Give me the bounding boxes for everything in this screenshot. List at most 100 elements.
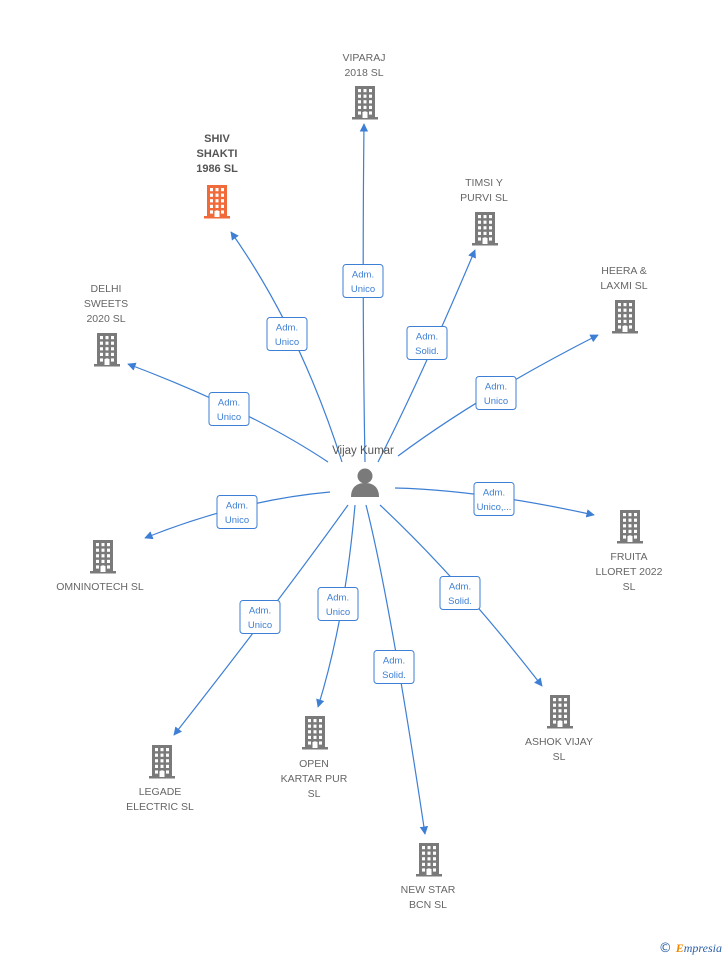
edge-label-box [373, 650, 415, 684]
edge-label-text: Adm. [249, 606, 271, 617]
node-label[interactable]: SWEETS [84, 298, 128, 310]
person-icon [351, 468, 379, 497]
node-label[interactable]: SL [553, 751, 566, 763]
building-icon [302, 716, 328, 750]
node-label[interactable]: LAXMI SL [600, 280, 647, 292]
node-newstar[interactable]: NEW STAR BCN SL [401, 843, 456, 911]
node-label[interactable]: HEERA & [601, 265, 647, 277]
building-icon [612, 300, 638, 334]
node-timsi[interactable]: TIMSI Y PURVI SL [460, 177, 508, 246]
footer-brand: © E mpresia [659, 941, 722, 956]
edge-label-omninotech[interactable]: Adm. Unico [216, 495, 258, 529]
node-label[interactable]: SL [308, 788, 321, 800]
edge-label-timsi[interactable]: Adm. Solid. [406, 326, 448, 360]
edge-label-box [439, 576, 481, 610]
edge-label-heera[interactable]: Adm. Unico [475, 376, 517, 410]
edge-label-text: Adm. [218, 398, 240, 409]
edge-label-text: Adm. [383, 656, 405, 667]
node-open[interactable]: OPEN KARTAR PUR SL [281, 716, 348, 800]
edge-label-text: Adm. [352, 270, 374, 281]
edge-label-box [208, 392, 250, 426]
edge-label-box [473, 482, 515, 516]
node-shiv[interactable]: SHIV SHAKTI 1986 SL [196, 133, 238, 219]
person-name-label[interactable]: Vijay Kumar [332, 445, 394, 457]
edge-label-fruita[interactable]: Adm.Unico,... [473, 482, 515, 516]
node-label[interactable]: OPEN [299, 758, 329, 770]
edge-label-box [266, 317, 308, 351]
node-label[interactable]: TIMSI Y [465, 177, 503, 189]
brand-initial: E [675, 941, 684, 955]
brand-name: mpresia [683, 941, 722, 955]
edge-label-text: Adm. [483, 488, 505, 499]
node-label[interactable]: NEW STAR [401, 884, 456, 896]
edge-label-text: Unico [248, 620, 272, 631]
edge-label-box [342, 264, 384, 298]
node-label[interactable]: FRUITA [610, 551, 647, 563]
node-label[interactable]: 1986 SL [196, 163, 238, 175]
edge-label-text: Adm. [226, 501, 248, 512]
edge-label-text: Unico [217, 412, 241, 423]
edge-label-text: Solid. [448, 596, 472, 607]
building-icon [204, 185, 230, 219]
node-label[interactable]: DELHI [91, 283, 122, 295]
node-label[interactable]: ELECTRIC SL [126, 801, 194, 813]
building-icon [149, 745, 175, 779]
node-ashok[interactable]: ASHOK VIJAY SL [525, 695, 593, 763]
nodes-layer: VIPARAJ 2018 SL SHIV SHAKTI 1986 SL TIMSI Y PU… [56, 52, 662, 911]
building-icon [94, 333, 120, 367]
edge-label-text: Adm. [449, 582, 471, 593]
node-label[interactable]: 2020 SL [86, 313, 125, 325]
edge-label-ashok[interactable]: Adm. Solid. [439, 576, 481, 610]
node-label[interactable]: SHIV [204, 133, 230, 145]
edge-label-text: Unico [351, 284, 375, 295]
node-label[interactable]: ASHOK VIJAY [525, 736, 593, 748]
building-icon [547, 695, 573, 729]
edge-label-text: Unico [484, 396, 508, 407]
node-legade[interactable]: LEGADE ELECTRIC SL [126, 745, 194, 813]
node-label[interactable]: OMNINOTECH SL [56, 581, 144, 593]
edge-timsi [377, 249, 476, 463]
center-person[interactable]: Vijay Kumar [332, 445, 394, 497]
node-label[interactable]: SHAKTI [197, 148, 238, 160]
edge-label-box [406, 326, 448, 360]
edge-label-shiv[interactable]: Adm. Unico [266, 317, 308, 351]
edge-label-newstar[interactable]: Adm. Solid. [373, 650, 415, 684]
edge-label-viparaj[interactable]: Adm. Unico [342, 264, 384, 298]
node-label[interactable]: PURVI SL [460, 192, 508, 204]
edge-label-delhi[interactable]: Adm. Unico [208, 392, 250, 426]
building-icon [472, 212, 498, 246]
edge-label-text: Adm. [276, 323, 298, 334]
building-icon [352, 86, 378, 120]
node-label[interactable]: BCN SL [409, 899, 447, 911]
building-icon [90, 540, 116, 574]
edge-label-open[interactable]: Adm. Unico [317, 587, 359, 621]
edge-label-text: Adm. [485, 382, 507, 393]
node-viparaj[interactable]: VIPARAJ 2018 SL [343, 52, 386, 120]
edge-label-box [239, 600, 281, 634]
edge-label-box [216, 495, 258, 529]
edge-label-text: Unico [275, 337, 299, 348]
edge-label-legade[interactable]: Adm. Unico [239, 600, 281, 634]
node-label[interactable]: SL [623, 581, 636, 593]
node-omninotech[interactable]: OMNINOTECH SL [56, 540, 144, 593]
edge-label-text: Solid. [382, 670, 406, 681]
edge-label-box [317, 587, 359, 621]
edge-newstar [365, 504, 429, 835]
edge-label-text: Adm. [416, 332, 438, 343]
copyright-symbol: © [658, 941, 672, 956]
building-icon [416, 843, 442, 877]
edge-label-text: Unico [225, 515, 249, 526]
node-label[interactable]: LEGADE [139, 786, 182, 798]
node-label[interactable]: 2018 SL [344, 67, 383, 79]
node-delhi[interactable]: DELHI SWEETS 2020 SL [84, 283, 128, 367]
edge-label-text: Unico [326, 607, 350, 618]
node-label[interactable]: VIPARAJ [343, 52, 386, 64]
node-label[interactable]: LLORET 2022 [596, 566, 663, 578]
node-label[interactable]: KARTAR PUR [281, 773, 348, 785]
edge-label-text: Solid. [415, 346, 439, 357]
node-heera[interactable]: HEERA & LAXMI SL [600, 265, 648, 334]
edge-label-text: Adm. [327, 593, 349, 604]
